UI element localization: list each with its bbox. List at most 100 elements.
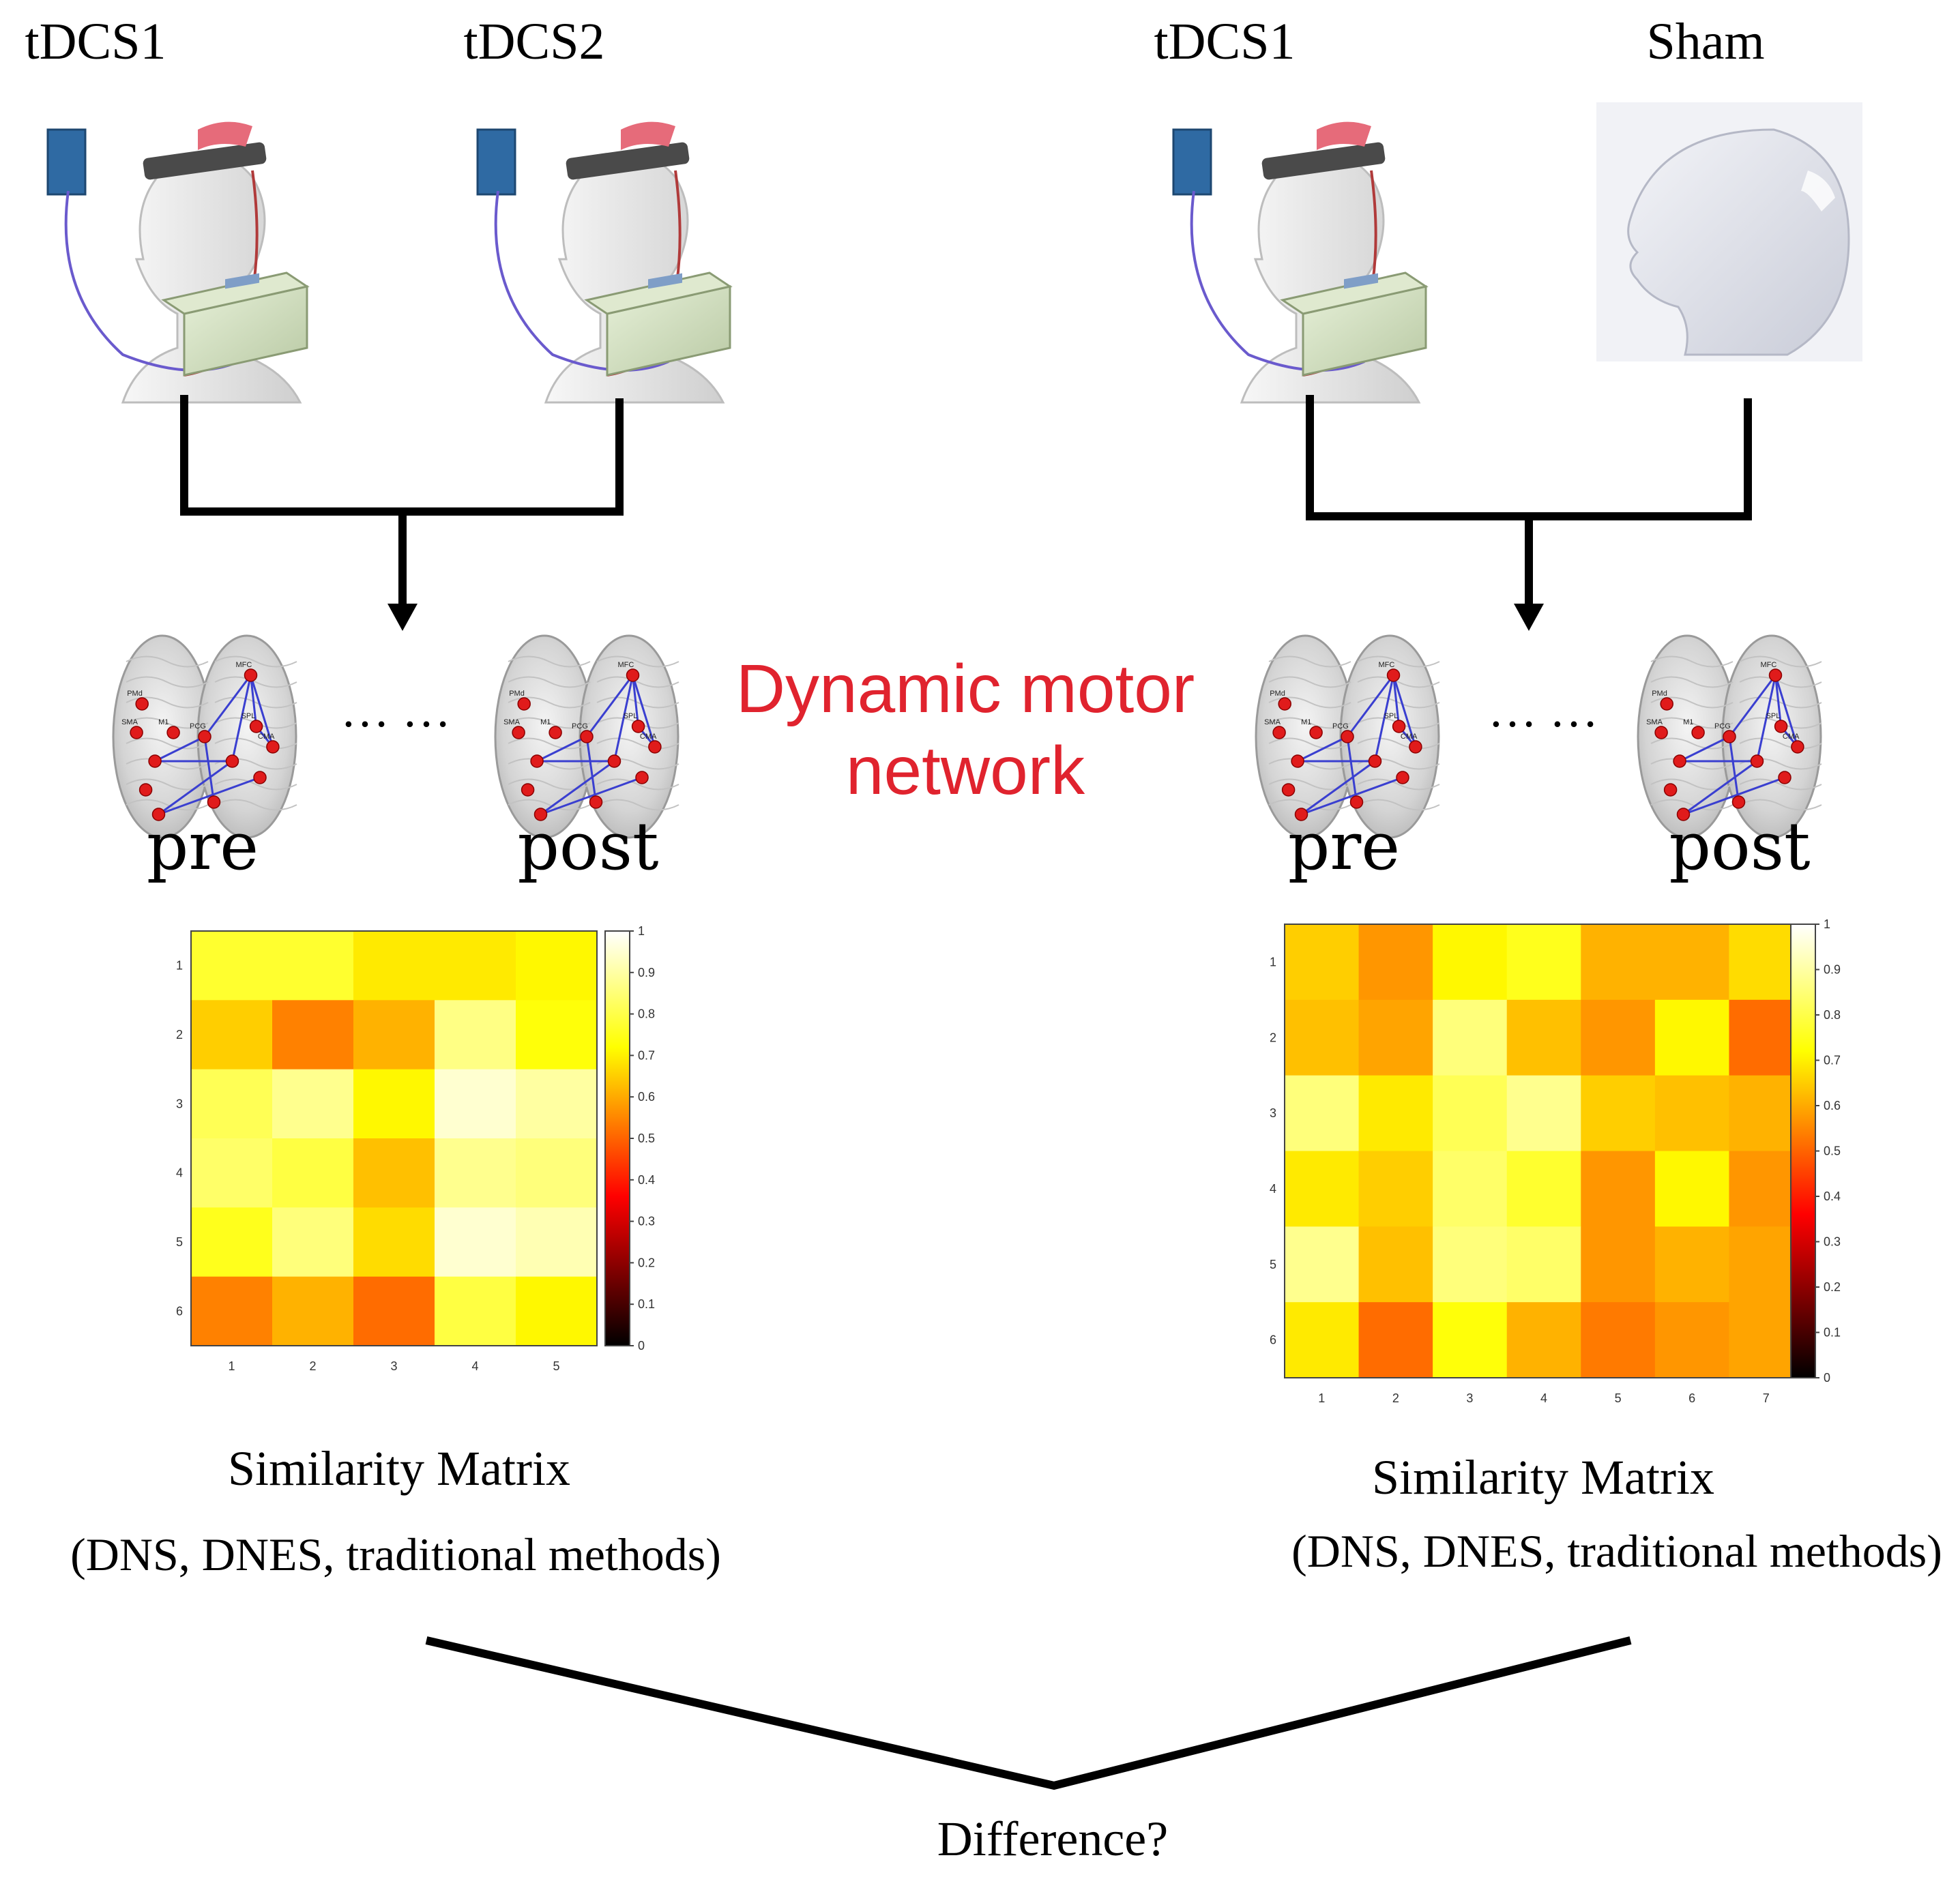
brain-gyrus (1357, 696, 1440, 709)
network-node (1768, 668, 1783, 682)
heatmap-cell (1581, 1075, 1656, 1151)
matrix-subtitle-right: (DNS, DNES, traditional methods) (1291, 1525, 1942, 1577)
arrow-down-icon (1514, 604, 1544, 631)
network-node (1750, 754, 1764, 768)
network-edge (585, 675, 634, 737)
brain-gyrus (596, 655, 679, 668)
brain-gyrus (1357, 676, 1440, 688)
node-label: SMA (121, 718, 138, 726)
network-node (244, 668, 258, 682)
network-node (166, 726, 180, 739)
network-node (151, 808, 166, 821)
heatmap-cell (1433, 1075, 1508, 1151)
network-node (631, 720, 645, 733)
network-edge (1682, 776, 1785, 816)
brain-gyrus (596, 799, 679, 811)
node-label: MFC (1761, 661, 1777, 669)
sham-head-illustration (1596, 102, 1862, 361)
difference-label: Difference? (937, 1812, 1169, 1866)
brain-gyrus (1268, 799, 1351, 811)
node-label: MFC (618, 661, 634, 669)
network-edge (250, 675, 258, 727)
network-node (533, 808, 548, 821)
heatmap-cell (1506, 1226, 1581, 1303)
brain-gyrus (596, 737, 679, 750)
condition-label-right-a: tDCS1 (1154, 13, 1296, 70)
heatmap-cell (1358, 924, 1433, 1001)
network-edge (1346, 675, 1394, 737)
heatmap-cell (1358, 1302, 1433, 1378)
network-edge (613, 675, 634, 762)
network-edge (231, 675, 252, 762)
network-node (1663, 783, 1678, 797)
colorbar-tick-label: 0.4 (1824, 1190, 1841, 1203)
center-title: Dynamic motor network (736, 648, 1195, 812)
col-tick-label: 6 (1688, 1391, 1695, 1405)
heatmap-cell (1506, 999, 1581, 1076)
col-tick-label: 1 (1318, 1391, 1325, 1405)
heatmap-cell (1285, 1226, 1360, 1303)
brain-gyrus (596, 778, 679, 791)
heatmap-cell (191, 1276, 273, 1346)
heatmap-cell (435, 1207, 516, 1278)
network-node (148, 754, 162, 768)
brain-gyrus (1357, 799, 1440, 811)
condition-label-left-a: tDCS1 (25, 13, 166, 70)
brain-gyrus (214, 737, 297, 750)
network-node (1778, 771, 1791, 784)
pre-label-right: pre (1287, 808, 1401, 885)
brain-gyrus (1739, 676, 1822, 688)
colorbar-tick-label: 1 (638, 924, 645, 938)
brain-gyrus (508, 696, 591, 709)
brain-gyrus (214, 655, 297, 668)
heatmap-cell (353, 1069, 435, 1139)
colorbar-tick-label: 0.5 (1824, 1145, 1841, 1158)
network-edge (632, 675, 656, 748)
brain-gyrus (508, 799, 591, 811)
heatmap-cell (1581, 1151, 1656, 1227)
node-label: PMd (1652, 690, 1667, 698)
node-label: CMA (1783, 733, 1800, 741)
brain-gyrus (1650, 696, 1734, 709)
colorbar (604, 930, 630, 1346)
col-tick-label: 5 (1615, 1391, 1622, 1405)
network-node (626, 668, 640, 682)
node-label: PCG (190, 722, 206, 730)
heatmap-cell (1654, 1226, 1729, 1303)
network-edge (1682, 760, 1758, 816)
pre-label-left: pre (146, 808, 259, 885)
row-tick-label: 6 (176, 1304, 183, 1318)
heatmap-cell (191, 1207, 273, 1278)
network-node (1673, 754, 1686, 768)
heatmap-cell (516, 1207, 598, 1278)
heatmap-cell (1581, 1226, 1656, 1303)
brain-gyrus (1268, 655, 1351, 668)
heatmap-cell (1358, 1075, 1433, 1151)
brain-gyrus (508, 717, 591, 729)
row-tick-label: 2 (176, 1028, 183, 1042)
network-node (135, 697, 149, 711)
bracket-connector-right (1306, 395, 1752, 611)
heatmap-cell (272, 1069, 354, 1139)
node-label: SMA (1264, 718, 1281, 726)
heatmap-cell (1285, 999, 1360, 1076)
brain-gyrus (1268, 737, 1351, 750)
heatmap-cell (1654, 999, 1729, 1076)
matrix-subtitle-left: (DNS, DNES, traditional methods) (70, 1529, 721, 1580)
node-label: PMd (509, 690, 525, 698)
matrix-title-right: Similarity Matrix (1372, 1450, 1714, 1505)
node-label: CMA (1401, 733, 1418, 741)
heatmap-cell (1433, 1302, 1508, 1378)
network-node (198, 730, 211, 743)
brain-gyrus (126, 737, 209, 750)
colorbar-tick-label: 0.1 (1824, 1326, 1841, 1340)
colorbar-tick-label: 0.3 (1824, 1235, 1841, 1249)
heatmap-cell (1581, 924, 1656, 1001)
network-edge (585, 736, 597, 803)
network-node (207, 795, 221, 809)
heatmap-cell (272, 1000, 354, 1070)
row-tick-label: 2 (1270, 1031, 1276, 1044)
